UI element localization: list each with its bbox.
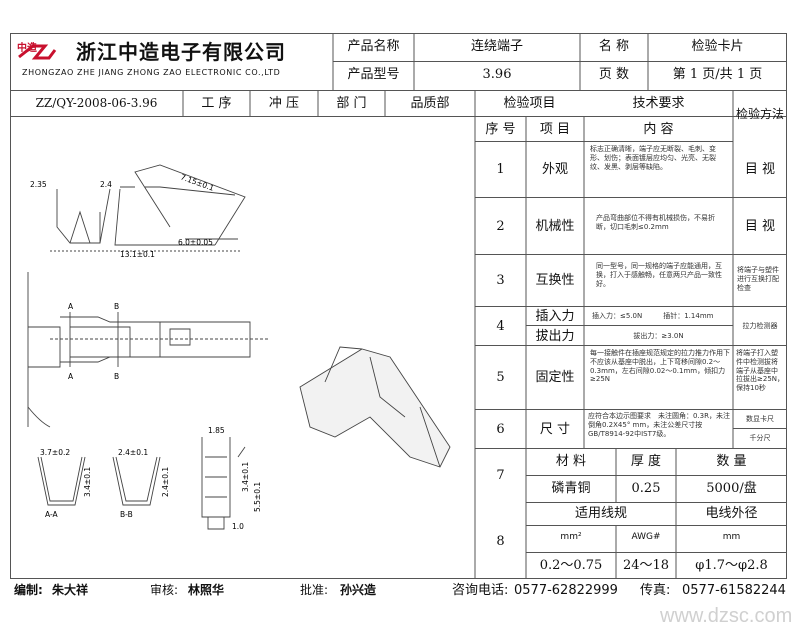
item-header: 项 目	[539, 122, 571, 137]
range-mm2: 0.2～0.75	[539, 558, 603, 573]
row-2-content: 产品弯曲部位不得有机械损伤，不易折断，切口毛刺≤0.2mm	[596, 214, 715, 231]
dim-s5: 1.85	[208, 426, 225, 435]
dim-d5: 13.1±0.1	[120, 250, 155, 259]
row-6-item: 尺 寸	[539, 422, 571, 437]
row-4-item-insert: 插入力	[535, 309, 575, 324]
row-3-method: 将端子与塑件进行互换打配检查	[737, 266, 779, 292]
inspection-items-header: 检验项目	[503, 96, 556, 111]
row-5-no: 5	[496, 370, 505, 385]
watermark: www.dzsc.com	[660, 605, 793, 627]
unit-awg: AWG#	[631, 532, 661, 542]
dim-s7: 3.4±0.1	[241, 462, 250, 492]
unit-mm: mm	[722, 532, 741, 542]
unit-mm2: mm²	[560, 532, 582, 542]
label-aa: A-A	[45, 510, 59, 519]
sec-a-bottom: A	[68, 372, 74, 381]
fax-label: 传真:	[640, 583, 671, 598]
review-name: 林照华	[188, 583, 225, 597]
product-model-label: 产品型号	[347, 67, 400, 82]
material-value: 磷青铜	[551, 481, 591, 496]
thickness-value: 0.25	[631, 481, 661, 496]
row-6-method-micrometer: 千分尺	[749, 434, 771, 442]
logo-text: 中造	[17, 43, 37, 54]
process-value: 冲 压	[268, 96, 300, 111]
doc-number: ZZ/QY-2008-06-3.96	[35, 96, 158, 110]
product-name-label: 产品名称	[347, 39, 400, 54]
name-value: 检验卡片	[691, 39, 744, 54]
row-2-item: 机械性	[535, 219, 575, 234]
company-name-en: ZHONGZAO ZHE JIANG ZHONG ZAO ELECTRONIC …	[22, 68, 281, 77]
dim-s4: 2.4±0.1	[161, 467, 170, 497]
sec-a-top: A	[68, 302, 74, 311]
label-bb: B-B	[120, 510, 133, 519]
range-awg: 24～18	[622, 558, 670, 573]
page-label: 页 数	[598, 67, 630, 82]
tech-req-header: 技术要求	[632, 96, 685, 111]
page-value: 第 1 页/共 1 页	[672, 67, 763, 82]
company-logo	[15, 40, 60, 64]
dim-s8: 1.0	[232, 522, 244, 531]
qty-value: 5000/盘	[706, 481, 757, 496]
row-6-method-caliper: 数显卡尺	[746, 415, 774, 423]
applicable-gauge-header: 适用线规	[574, 506, 627, 521]
phone-label: 咨询电话:	[452, 583, 509, 598]
dept-value: 品质部	[410, 96, 450, 111]
drawer-label: 编制:	[14, 583, 43, 597]
row-7-no: 7	[496, 468, 505, 483]
sec-b-bottom: B	[114, 372, 119, 381]
dept-label: 部 门	[336, 96, 367, 111]
row-1-item: 外观	[541, 162, 568, 177]
row-1-method: 目 视	[744, 162, 776, 177]
row-1-no: 1	[496, 162, 505, 177]
row-4-content-insert: 插入力：≤5.0N 插针：1.14mm	[592, 312, 714, 320]
row-6-no: 6	[496, 422, 505, 437]
row-3-content: 同一型号，同一规格的端子应能通用，互换，打入于感触畅，任意两只产品一致性好。	[596, 262, 722, 288]
qty-header: 数 量	[716, 454, 747, 469]
row-4-content-extract: 拔出力：≥3.0N	[633, 332, 684, 340]
name-label: 名 称	[598, 39, 630, 54]
content-header: 内 容	[643, 122, 674, 137]
dim-s1: 3.7±0.2	[40, 448, 70, 457]
technical-drawing: 2.35 2.4 7.15±0.1 6.0±0.05 13.1±0.1 A B …	[27, 164, 451, 531]
product-model-value: 3.96	[482, 67, 512, 82]
row-3-item: 互换性	[535, 273, 575, 288]
row-2-method: 目 视	[744, 219, 776, 234]
thickness-header: 厚 度	[630, 454, 662, 469]
dim-d2: 2.4	[100, 180, 112, 189]
dim-d4: 6.0±0.05	[178, 238, 213, 247]
row-4-method: 拉力检测器	[742, 322, 778, 330]
approve-label: 批准:	[300, 583, 329, 597]
outer-dia-header: 电线外径	[705, 506, 758, 521]
row-4-no: 4	[496, 319, 505, 334]
product-name-value: 连绕端子	[470, 39, 523, 54]
phone-value: 0577-62822999	[514, 583, 618, 598]
row-8-no: 8	[496, 534, 505, 549]
row-1-content: 标志正确清晰，端子应无断裂、毛刺、变形、划伤；表面镀层应均匀、光亮、无裂纹、发黑…	[590, 145, 716, 171]
dim-d1: 2.35	[30, 180, 47, 189]
method-header: 检验方法	[735, 107, 784, 121]
dim-s3: 3.4±0.1	[83, 467, 92, 497]
review-label: 审核:	[150, 583, 179, 597]
seq-header: 序 号	[485, 122, 516, 137]
row-6-content: 应符合本边示图要求 未注圆角：0.3R，未注倒角0.2X45° mm，未注公差尺…	[588, 412, 730, 438]
material-header: 材 料	[555, 454, 587, 469]
row-5-method: 将端子打入塑件中检测拔将端子从基座中拉拔出≥25N，保持10秒	[736, 349, 785, 392]
company-name-cn: 浙江中造电子有限公司	[76, 40, 286, 64]
row-2-no: 2	[496, 219, 505, 234]
range-outer: φ1.7～φ2.8	[695, 558, 768, 573]
row-5-content: 每一接触件在插座规范规定的拉力推力作用下不应该从基座中脱出，上下弯移间隙0.2～…	[590, 349, 730, 384]
drawer-name: 朱大祥	[52, 583, 89, 597]
sec-b-top: B	[114, 302, 119, 311]
row-5-item: 固定性	[535, 370, 575, 385]
dim-s2: 2.4±0.1	[118, 448, 148, 457]
row-3-no: 3	[496, 273, 505, 288]
row-4-item-extract: 拔出力	[535, 329, 575, 344]
fax-value: 0577-61582244	[682, 583, 786, 598]
process-label: 工 序	[201, 96, 232, 111]
dim-s6: 5.5±0.1	[253, 482, 262, 512]
approve-name: 孙兴造	[340, 583, 377, 597]
